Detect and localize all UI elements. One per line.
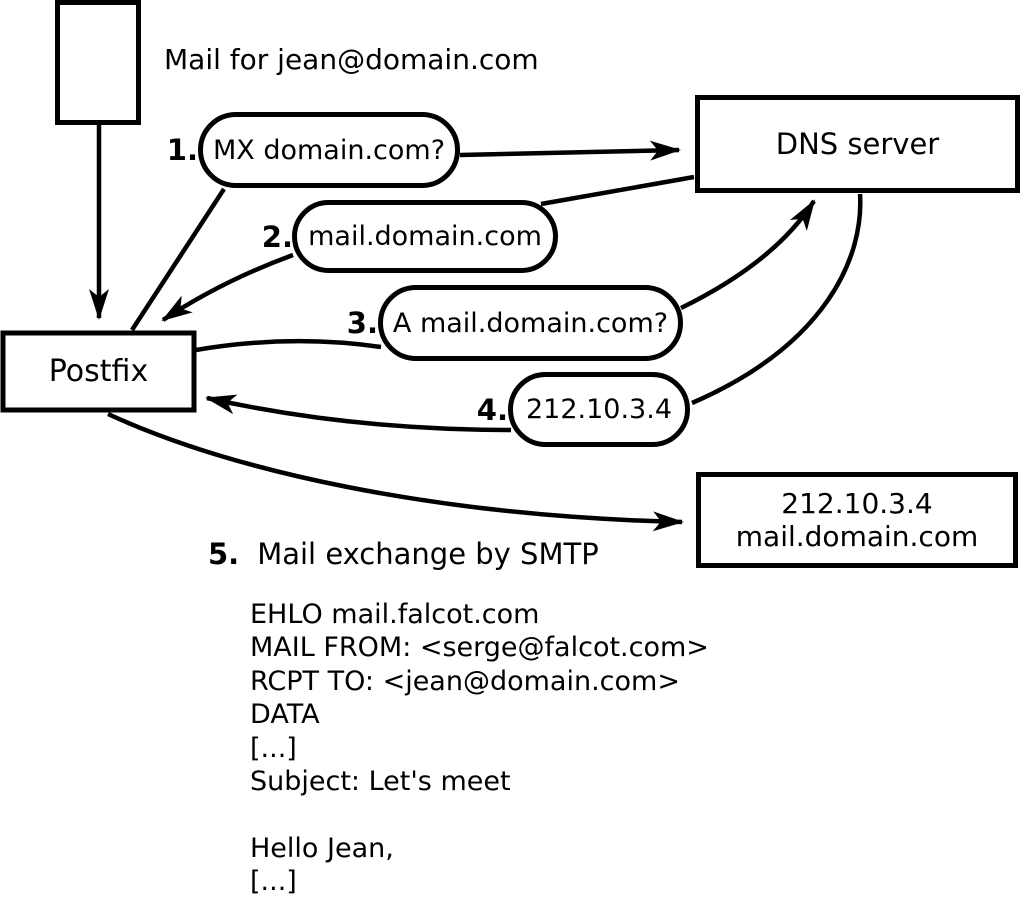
line-postfix-to-query3 [195, 338, 382, 353]
query-a-label: A mail.domain.com? [392, 307, 669, 339]
step2-number: 2. [261, 219, 293, 254]
step3-number: 3. [346, 306, 378, 340]
query-mx-label: MX domain.com? [212, 134, 446, 166]
pill-answer-a [508, 372, 690, 447]
line-dns-to-answer2 [540, 174, 695, 207]
diagram-title: Mail for jean@domain.com [164, 43, 539, 76]
mail-server-label: 212.10.3.4 mail.domain.com [735, 486, 979, 554]
pill-query-a [378, 285, 683, 361]
postfix-box [0, 330, 197, 413]
answer-a-label: 212.10.3.4 [526, 394, 672, 425]
dns-server-box [695, 95, 1020, 193]
step5-label: Mail exchange by SMTP [257, 537, 599, 571]
arrow-answer2-to-postfix [161, 252, 294, 322]
step5-caption: 5. Mail exchange by SMTP [208, 532, 599, 576]
step5-number: 5. [208, 537, 240, 571]
smtp-session-transcript: EHLO mail.falcot.com MAIL FROM: <serge@f… [250, 599, 709, 919]
pill-answer-mx [292, 200, 558, 273]
arrow-answer4-to-postfix [205, 394, 512, 433]
arrow-query1-to-dns [459, 140, 681, 161]
arrow-query3-to-dns [680, 199, 816, 311]
line-postfix-to-query1 [130, 187, 226, 332]
pill-query-mx [198, 112, 460, 188]
step4-number: 4. [476, 392, 508, 427]
dns-server-label: DNS server [775, 127, 940, 161]
arrow-postfix-to-mailserver [107, 411, 684, 532]
mail-message-box [55, 0, 141, 125]
step1-number: 1. [166, 133, 198, 167]
postfix-label: Postfix [48, 353, 149, 389]
answer-mx-label: mail.domain.com [308, 221, 542, 252]
line-dns-to-answer4 [691, 193, 863, 406]
mail-server-box [696, 472, 1018, 568]
